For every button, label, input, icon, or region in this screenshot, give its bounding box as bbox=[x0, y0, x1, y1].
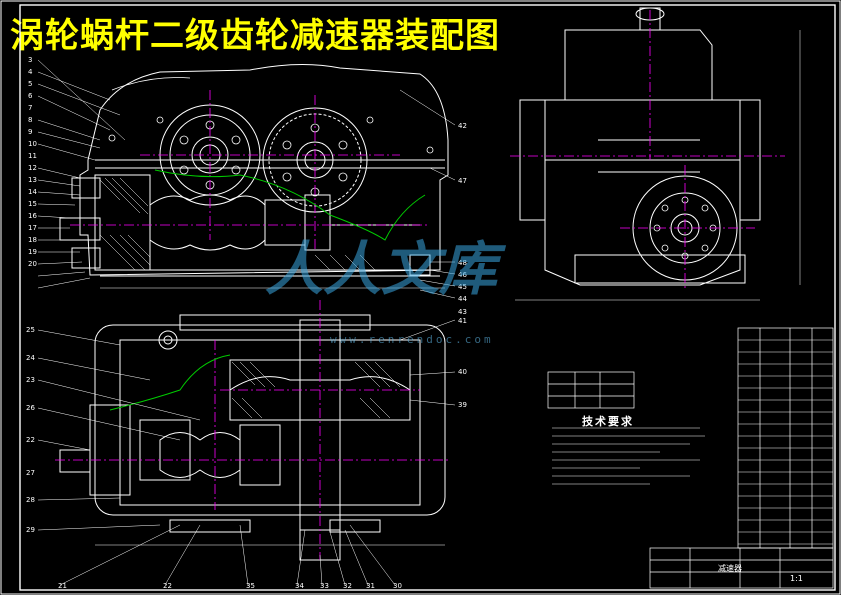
part-number-callout: 35 bbox=[246, 582, 255, 590]
center-lines bbox=[55, 10, 785, 560]
title-block-name: 减速器 bbox=[718, 564, 742, 573]
part-number-callout: 19 bbox=[28, 248, 37, 256]
part-number-callout: 46 bbox=[458, 271, 467, 279]
part-number-callout: 15 bbox=[28, 200, 37, 208]
part-number-callout: 22 bbox=[26, 436, 35, 444]
part-number-callout: 43 bbox=[458, 308, 467, 316]
part-number-callout: 30 bbox=[393, 582, 402, 590]
part-number-callout: 3 bbox=[28, 56, 32, 64]
part-number-callout: 44 bbox=[458, 295, 467, 303]
part-number-callout: 26 bbox=[26, 404, 35, 412]
part-number-callout: 6 bbox=[28, 92, 33, 100]
part-number-callout: 29 bbox=[26, 526, 35, 534]
table-area bbox=[547, 327, 834, 589]
part-number-callout: 34 bbox=[295, 582, 304, 590]
watermark-logo: 人人文库 bbox=[265, 235, 498, 303]
inner-frame bbox=[19, 4, 836, 591]
part-number-callout: 4 bbox=[28, 68, 33, 76]
part-number-callout: 25 bbox=[26, 326, 35, 334]
title-block-scale: 1:1 bbox=[790, 574, 803, 583]
part-number-callout: 41 bbox=[458, 317, 467, 325]
parts-list bbox=[737, 327, 834, 549]
part-number-callout: 48 bbox=[458, 259, 467, 267]
part-number-callout: 32 bbox=[343, 582, 352, 590]
part-number-callout: 9 bbox=[28, 128, 32, 136]
dimension-lines bbox=[95, 30, 801, 546]
housing-outline bbox=[79, 63, 449, 276]
top-housing-outline bbox=[94, 324, 446, 516]
side-view bbox=[519, 7, 761, 286]
part-number-callout: 20 bbox=[28, 260, 37, 268]
worm-shaft-housing bbox=[94, 174, 151, 271]
part-number-callout: 16 bbox=[28, 212, 37, 220]
part-number-callout: 27 bbox=[26, 469, 35, 477]
part-number-callout: 22 bbox=[163, 582, 172, 590]
top-view bbox=[59, 314, 446, 561]
leader-lines bbox=[37, 59, 456, 586]
drawing-title: 涡轮蜗杆二级齿轮减速器装配图 bbox=[10, 16, 500, 56]
part-number-callout: 10 bbox=[28, 140, 37, 148]
part-number-callout: 23 bbox=[26, 376, 35, 384]
tech-requirements-title: 技术要求 bbox=[582, 415, 634, 428]
part-number-callout: 47 bbox=[458, 177, 467, 185]
part-number-callout: 40 bbox=[458, 368, 467, 376]
part-number-callout: 17 bbox=[28, 224, 37, 232]
part-number-callout: 11 bbox=[28, 152, 37, 160]
part-number-callout: 45 bbox=[458, 283, 467, 291]
watermark-url: www.renrendoc.com bbox=[330, 333, 494, 346]
break-lines bbox=[109, 169, 426, 411]
tech-requirements-lines bbox=[552, 427, 705, 485]
part-number-callout: 13 bbox=[28, 176, 37, 184]
part-number-callout: 21 bbox=[58, 582, 67, 590]
part-number-callout: 14 bbox=[28, 188, 37, 196]
part-number-callout: 28 bbox=[26, 496, 35, 504]
part-number-callout: 18 bbox=[28, 236, 37, 244]
part-number-callout: 39 bbox=[458, 401, 467, 409]
bolt-holes bbox=[108, 116, 434, 197]
worm-thread bbox=[149, 194, 266, 251]
part-number-callout: 12 bbox=[28, 164, 37, 172]
part-number-callout: 33 bbox=[320, 582, 329, 590]
part-number-callout: 42 bbox=[458, 122, 467, 130]
part-number-callout: 7 bbox=[28, 104, 32, 112]
part-number-callout: 31 bbox=[366, 582, 375, 590]
side-housing-outline bbox=[544, 29, 741, 286]
part-number-callout: 24 bbox=[26, 354, 35, 362]
part-number-callout: 8 bbox=[28, 116, 32, 124]
part-number-callout: 5 bbox=[28, 80, 32, 88]
title-block bbox=[649, 547, 834, 589]
